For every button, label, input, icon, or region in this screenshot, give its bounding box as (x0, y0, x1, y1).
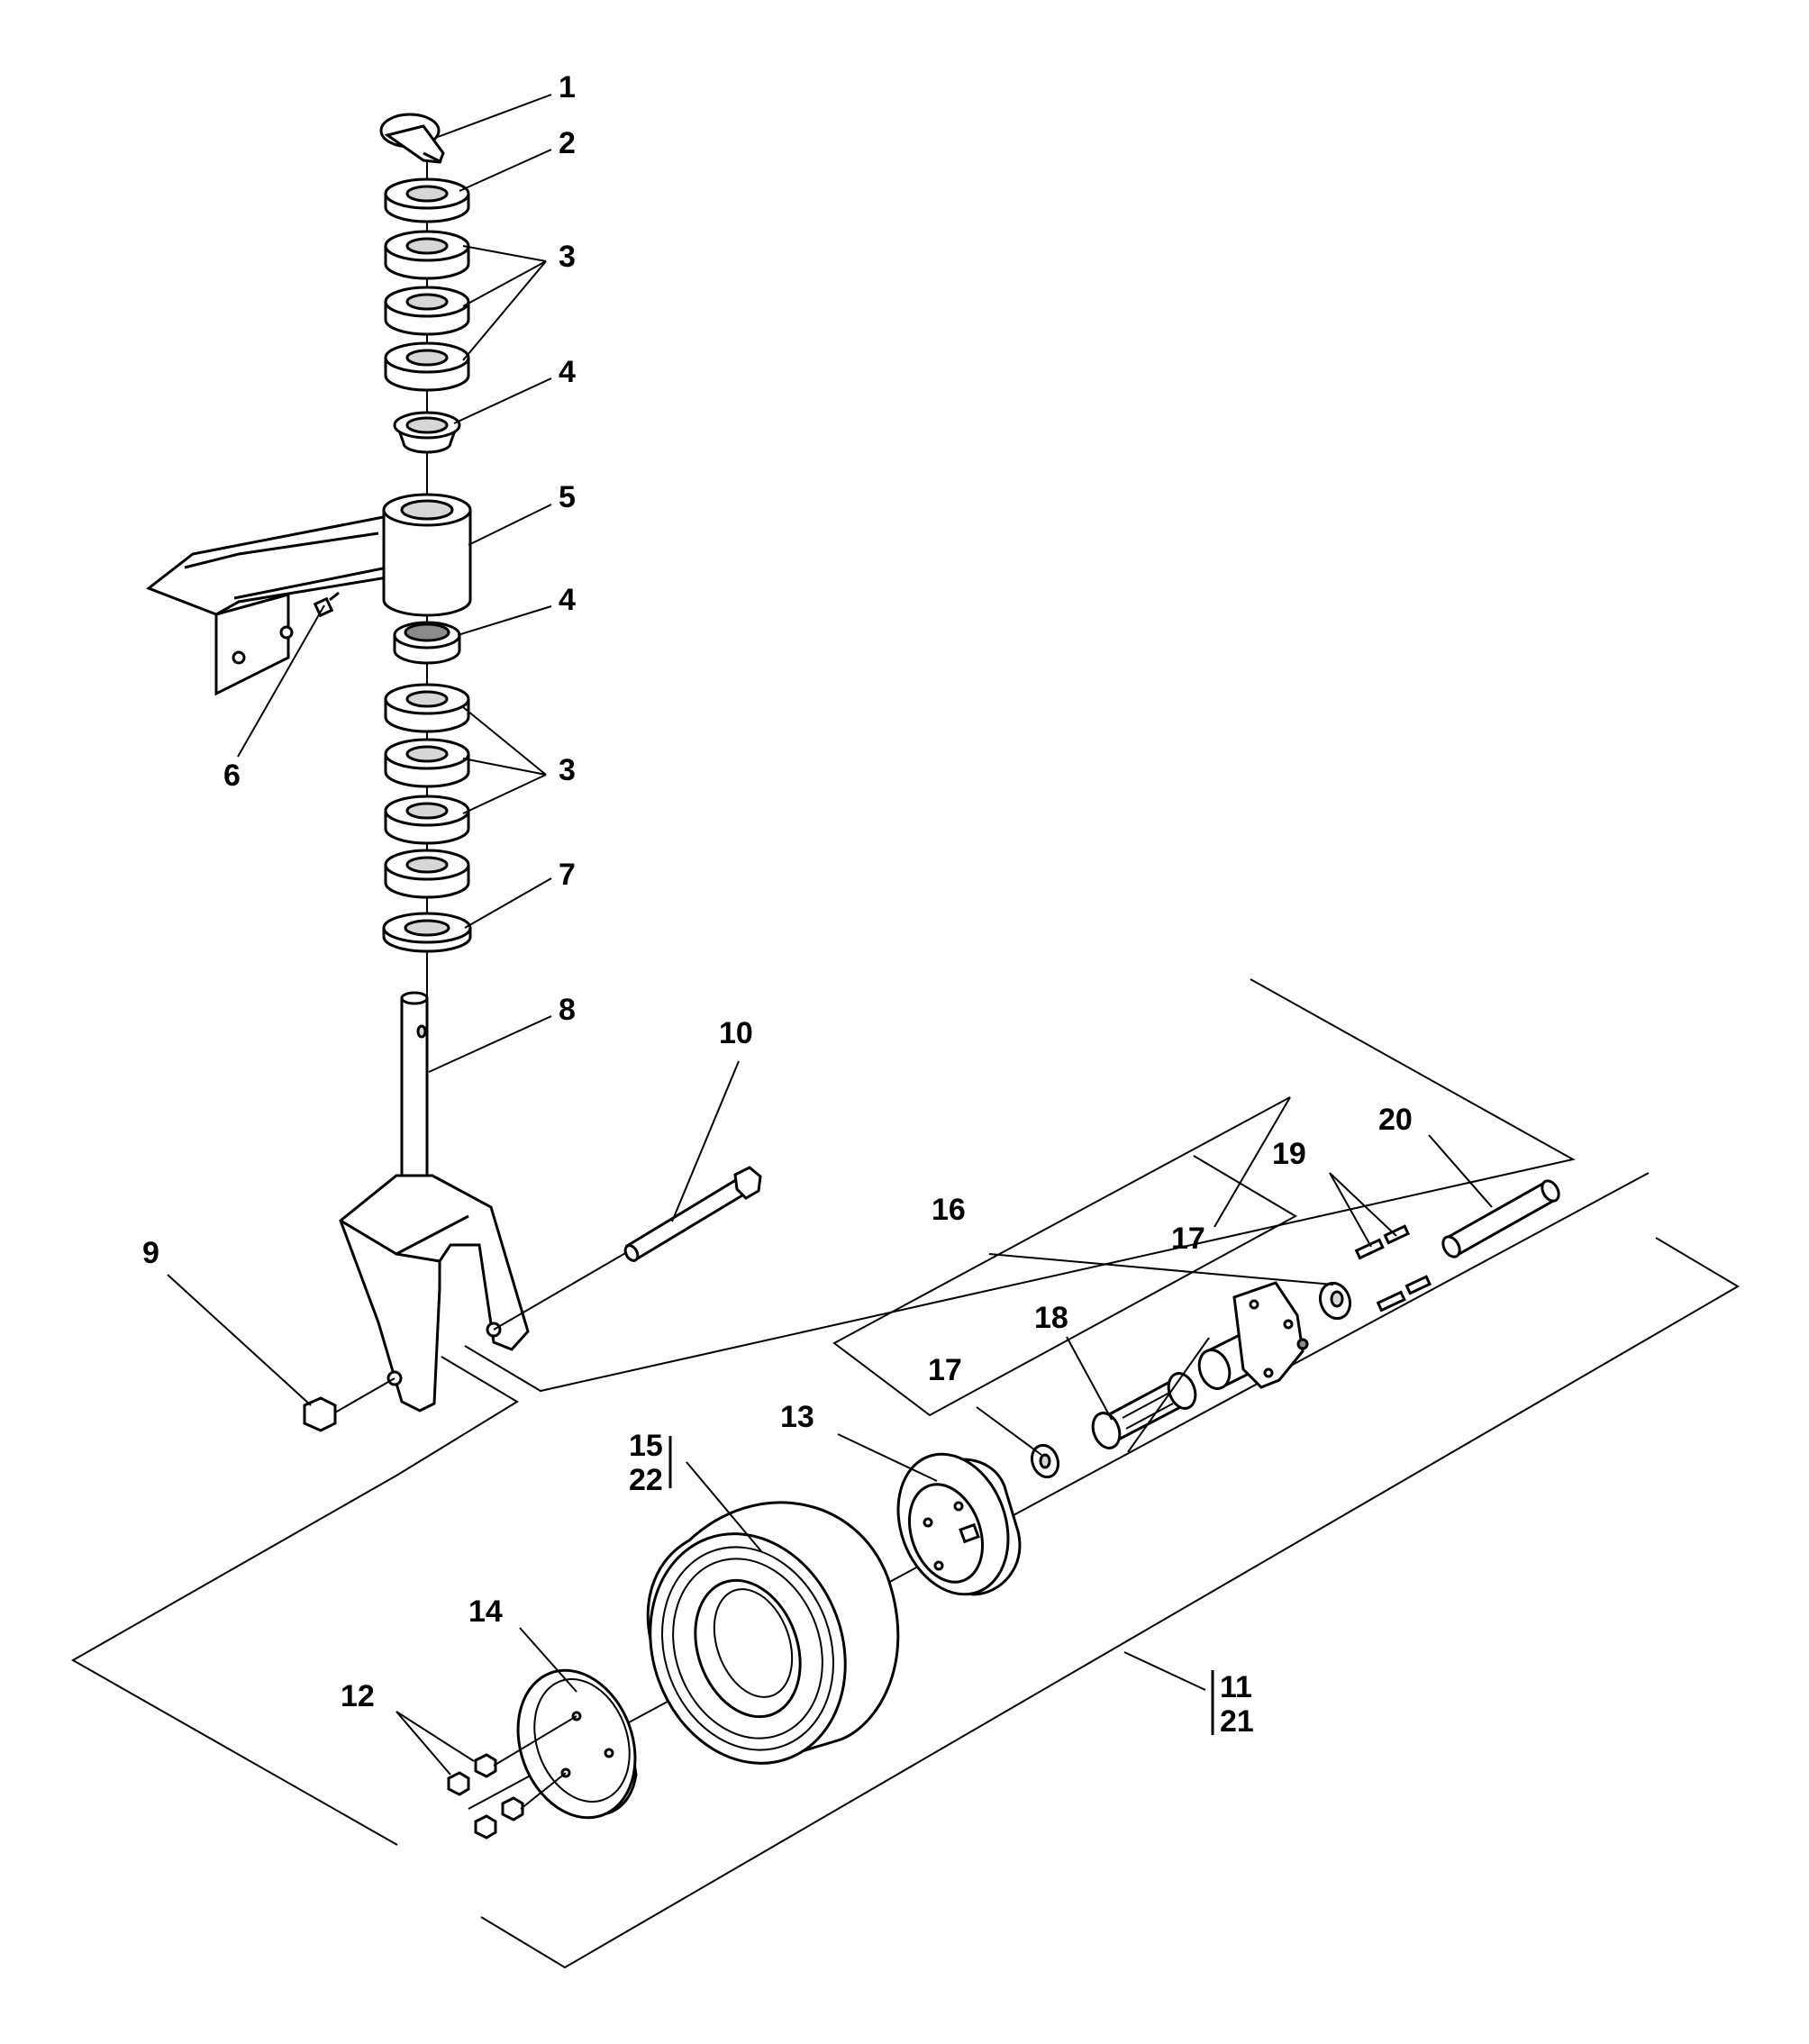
frame-wheel-assembly (480, 1237, 1740, 1969)
caster-mount-bracket (145, 493, 472, 696)
callout-10: 10 (719, 1016, 753, 1050)
callout-17-rear: 17 (1171, 1222, 1205, 1256)
frame-hub (832, 1096, 1298, 1417)
wheel-half-inner (516, 1668, 638, 1820)
callout-19: 19 (1272, 1137, 1306, 1171)
callout-14: 14 (468, 1594, 503, 1629)
spacer-1 (384, 230, 470, 280)
hub-bolts (1354, 1224, 1432, 1313)
caster-fork (339, 991, 530, 1413)
callout-18: 18 (1034, 1301, 1068, 1335)
group-frames (70, 978, 1740, 1969)
thrust-washer (382, 912, 472, 953)
fork-bolt (493, 1166, 762, 1331)
spacer-2 (384, 286, 470, 336)
callout-4-upper: 4 (559, 355, 576, 389)
axle-tube (1441, 1179, 1560, 1258)
callout-4-lower: 4 (559, 583, 576, 617)
bushing-upper (393, 411, 461, 454)
callout-15: 15 (629, 1429, 663, 1463)
wheel-axle-line (468, 1172, 1650, 1810)
callout-20: 20 (1378, 1103, 1413, 1137)
spacer-7 (384, 849, 470, 899)
spacer-6 (384, 795, 470, 845)
callout-22: 22 (629, 1463, 663, 1497)
lock-nut-left (303, 1377, 395, 1432)
spacer-3 (384, 341, 470, 392)
callout-2: 2 (559, 126, 576, 160)
hub-spacer-rear (1318, 1281, 1352, 1321)
lynch-pin (379, 113, 445, 164)
wheel-nuts (447, 1715, 577, 1840)
callout-13: 13 (780, 1400, 814, 1434)
callout-6: 6 (223, 759, 241, 793)
grease-fitting (313, 591, 340, 618)
callout-12: 12 (341, 1679, 375, 1713)
callout-16: 16 (932, 1193, 966, 1227)
callout-21: 21 (1220, 1704, 1254, 1739)
callout-1: 1 (559, 70, 576, 104)
callout-17-front: 17 (928, 1353, 962, 1387)
callout-3-lower: 3 (559, 753, 576, 787)
callout-5: 5 (559, 480, 576, 514)
leader-lines (167, 94, 1493, 1776)
wheel-hub (1197, 1281, 1309, 1390)
wheel-half-outer (896, 1452, 1022, 1596)
callout-11: 11 (1220, 1670, 1252, 1704)
roller-bearing (1091, 1372, 1197, 1449)
callout-8: 8 (559, 993, 576, 1027)
tire (646, 1501, 900, 1765)
spacers-lower (384, 683, 470, 899)
callouts: 1 2 3 4 5 4 6 3 7 8 9 10 11 21 12 13 14 … (142, 70, 1413, 1739)
spacers-upper (384, 230, 470, 392)
bushing-lower (393, 621, 461, 665)
spacer-4 (384, 683, 470, 733)
callout-7: 7 (559, 858, 576, 892)
frame-caster-fork (70, 1356, 519, 1846)
callout-9: 9 (142, 1236, 159, 1270)
callout-3-upper: 3 (559, 240, 576, 274)
frame-bolt (464, 978, 1576, 1393)
wheel-assembly (447, 1172, 1650, 1840)
spacer-5 (384, 738, 470, 788)
washer-top (384, 177, 470, 223)
